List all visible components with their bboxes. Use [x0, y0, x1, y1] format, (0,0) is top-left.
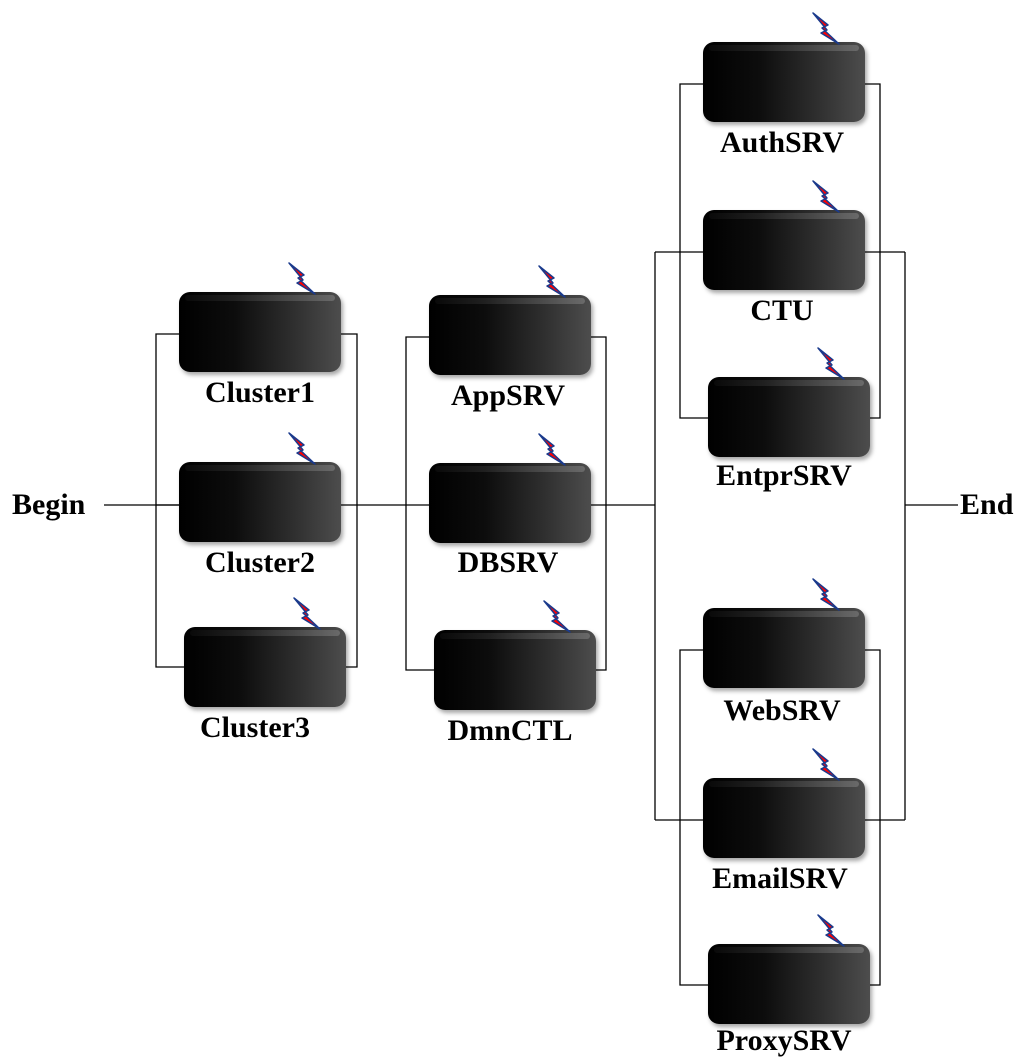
cluster3-block [184, 627, 346, 707]
wire-lower-inner-right [857, 649, 881, 986]
emailsrv-label: EmailSRV [712, 862, 848, 895]
authsrv-block [703, 42, 865, 122]
entprsrv-block [708, 377, 870, 457]
dmnctl-block [434, 630, 596, 710]
end-label: End [960, 488, 1014, 521]
emailsrv-block [703, 778, 865, 858]
failure-bolt-icon [812, 180, 840, 213]
ctu-block [703, 210, 865, 290]
cluster2-label: Cluster2 [205, 546, 315, 579]
failure-bolt-icon [812, 578, 840, 611]
failure-bolt-icon [812, 748, 840, 781]
entprsrv-label: EntprSRV [716, 459, 852, 492]
appsrv-label: AppSRV [451, 379, 565, 412]
wire-appsrv-left [405, 336, 434, 671]
proxysrv-label: ProxySRV [716, 1024, 852, 1057]
websrv-block [703, 608, 865, 688]
wire-cluster1-right [334, 333, 358, 668]
dbsrv-block [429, 463, 591, 543]
wire-cluster1-left [155, 333, 184, 668]
wire-upper-inner-left [679, 83, 708, 419]
failure-bolt-icon [293, 597, 321, 630]
failure-bolt-icon [543, 600, 571, 633]
failure-bolt-icon [817, 914, 845, 947]
cluster1-block [179, 292, 341, 372]
dbsrv-label: DBSRV [457, 546, 559, 579]
failure-bolt-icon [288, 262, 316, 295]
begin-label: Begin [12, 488, 86, 521]
failure-bolt-icon [538, 265, 566, 298]
authsrv-label: AuthSRV [720, 126, 844, 159]
websrv-label: WebSRV [723, 694, 841, 727]
failure-bolt-icon [817, 347, 845, 380]
failure-bolt-icon [538, 433, 566, 466]
wire-appsrv-right [583, 336, 607, 671]
wire-lower-inner-left [679, 649, 708, 986]
appsrv-block [429, 295, 591, 375]
proxysrv-block [708, 944, 870, 1024]
cluster2-block [179, 462, 341, 542]
failure-bolt-icon [812, 12, 840, 45]
ctu-label: CTU [750, 294, 814, 327]
failure-bolt-icon [288, 432, 316, 465]
dmnctl-label: DmnCTL [447, 714, 573, 747]
cluster1-label: Cluster1 [205, 376, 315, 409]
wire-upper-inner-right [857, 83, 881, 419]
cluster3-label: Cluster3 [200, 711, 310, 744]
